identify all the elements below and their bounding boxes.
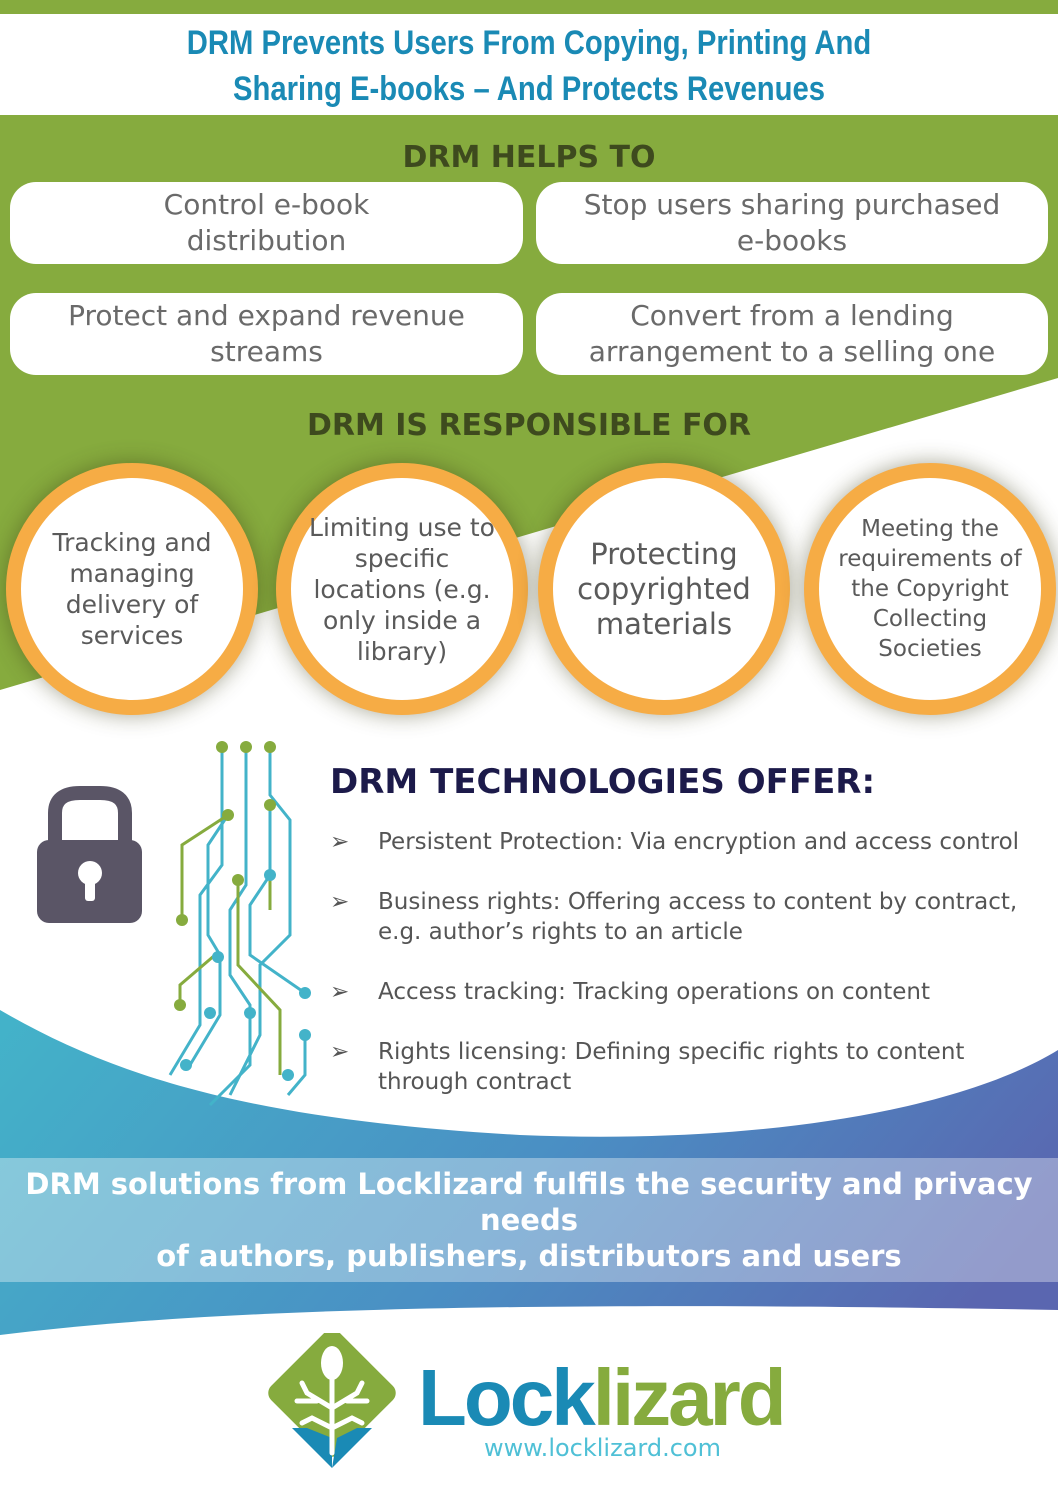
responsible-circle-copyright: Protecting copyrighted materials bbox=[538, 463, 790, 715]
circle-text: Protecting copyrighted materials bbox=[577, 536, 751, 641]
circle-text: Limiting use to specific locations (e.g.… bbox=[309, 512, 495, 666]
circuit-lines-icon bbox=[168, 741, 311, 1107]
wordmark-lizard: lizard bbox=[592, 1353, 787, 1442]
helps-item-text: e-books bbox=[736, 224, 848, 257]
banner-line-2: of authors, publishers, distributors and… bbox=[156, 1239, 902, 1273]
title-line-2: Sharing E-books – And Protects Revenues bbox=[232, 70, 825, 108]
helps-item-text: Control e-book bbox=[163, 188, 370, 221]
arrowhead-icon: ➢ bbox=[330, 829, 350, 855]
title-line-1: DRM Prevents Users From Copying, Printin… bbox=[186, 24, 872, 62]
circle-text: Tracking and managing delivery of servic… bbox=[52, 528, 212, 650]
locklizard-wordmark: Locklizard bbox=[418, 1358, 787, 1438]
tech-item-text: Access tracking: Tracking operations on … bbox=[378, 979, 931, 1005]
arrowhead-icon: ➢ bbox=[330, 979, 350, 1005]
helps-item-text: Protect and expand revenue bbox=[68, 299, 465, 332]
helps-item-text: Convert from a lending bbox=[630, 299, 954, 332]
helps-item-text: streams bbox=[210, 335, 323, 368]
tech-item-text: Persistent Protection: Via encryption an… bbox=[378, 829, 1020, 855]
tech-item-tracking: ➢ Access tracking: Tracking operations on… bbox=[330, 977, 1030, 1007]
responsible-circle-tracking: Tracking and managing delivery of servic… bbox=[6, 463, 258, 715]
wordmark-lock: Lock bbox=[418, 1353, 596, 1442]
technologies-heading: DRM TECHNOLOGIES OFFER: bbox=[330, 762, 876, 802]
padlock-icon bbox=[37, 786, 142, 923]
tech-item-business: ➢ Business rights: Offering access to con… bbox=[330, 887, 1030, 947]
banner-line-1: DRM solutions from Locklizard fulfils th… bbox=[25, 1167, 1033, 1237]
helps-item-text: distribution bbox=[186, 224, 347, 257]
website-link[interactable]: www.locklizard.com bbox=[484, 1434, 721, 1462]
responsible-circle-societies: Meeting the requirements of the Copyrigh… bbox=[804, 463, 1056, 715]
responsible-circle-locations: Limiting use to specific locations (e.g.… bbox=[276, 463, 528, 715]
helps-item-text: Stop users sharing purchased bbox=[583, 188, 1001, 221]
locklizard-banner: DRM solutions from Locklizard fulfils th… bbox=[0, 1158, 1058, 1282]
tech-item-licensing: ➢ Rights licensing: Defining specific rig… bbox=[330, 1037, 970, 1097]
circle-text: Meeting the requirements of the Copyrigh… bbox=[838, 516, 1022, 662]
tech-item-text: Rights licensing: Defining specific righ… bbox=[378, 1039, 965, 1095]
tech-item-persistent: ➢ Persistent Protection: Via encryption a… bbox=[330, 827, 1030, 857]
arrowhead-icon: ➢ bbox=[330, 1039, 350, 1065]
helps-item-text: arrangement to a selling one bbox=[588, 335, 996, 368]
page-title: DRM Prevents Users From Copying, Printin… bbox=[74, 20, 984, 112]
tech-item-text: Business rights: Offering access to cont… bbox=[378, 889, 1018, 945]
helps-heading: DRM HELPS TO bbox=[402, 140, 656, 175]
arrowhead-icon: ➢ bbox=[330, 889, 350, 915]
responsible-heading: DRM IS RESPONSIBLE FOR bbox=[306, 408, 752, 443]
locklizard-logo-icon bbox=[268, 1333, 396, 1468]
